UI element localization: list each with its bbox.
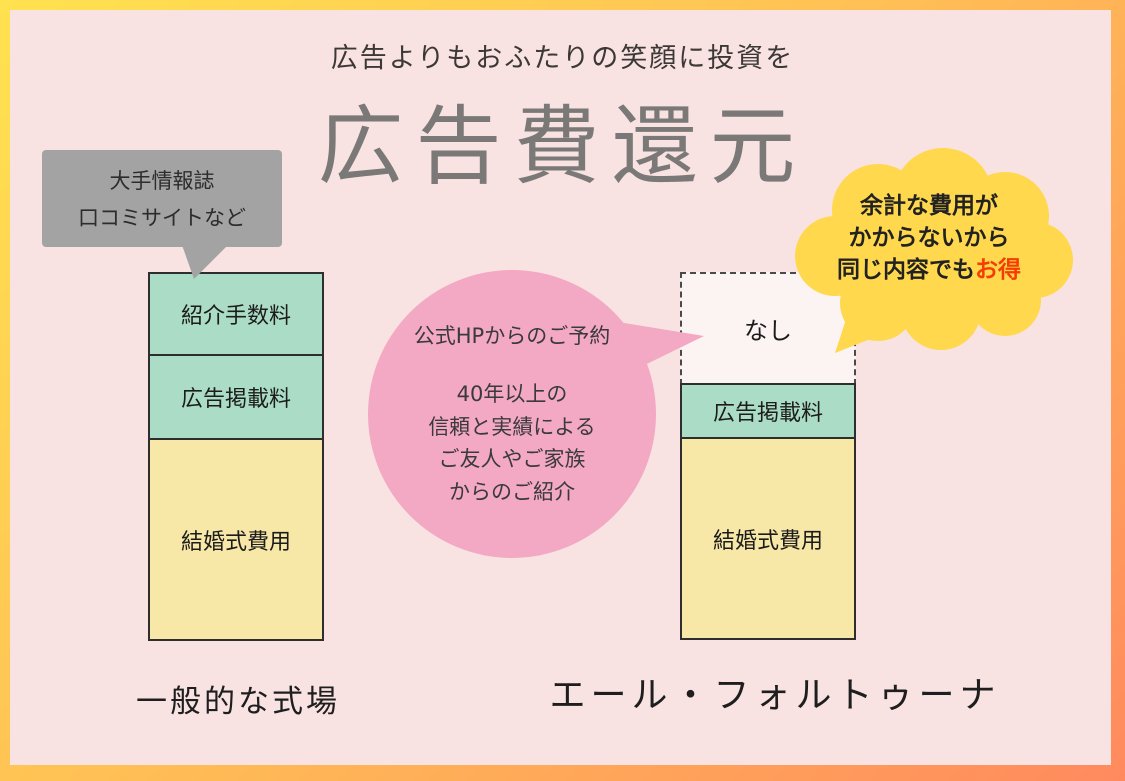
stacked-bar-generic-venue: 紹介手数料 広告掲載料 結婚式費用 — [148, 272, 324, 641]
segment-wedding-cost: 結婚式費用 — [148, 438, 324, 641]
caption-aile-fortuna: エール・フォルトゥーナ — [549, 675, 1001, 716]
pink-bubble-line2: 40年以上の — [456, 382, 568, 407]
cloud-shape — [795, 148, 1073, 353]
cloud-line3-prefix: 同じ内容でも — [837, 257, 975, 284]
pink-bubble-line3: 信頼と実績による — [428, 414, 596, 439]
gray-callout-line1: 大手情報誌 — [109, 169, 215, 193]
page-title: 広告費還元 — [317, 97, 808, 197]
subtitle: 広告よりもおふたりの笑顔に投資を — [330, 43, 795, 74]
gray-callout-tail — [182, 245, 228, 279]
cloud-text: 余計な費用が かからないから 同じ内容でもお得 — [783, 190, 1075, 287]
segment-ad-fee: 広告掲載料 — [680, 383, 856, 439]
pink-bubble-line5: からのご紹介 — [449, 479, 575, 504]
yellow-cloud-bubble: 余計な費用が かからないから 同じ内容でもお得 — [783, 148, 1075, 360]
segment-wedding-cost: 結婚式費用 — [680, 437, 856, 640]
pink-speech-bubble: 公式HPからのご予約 40年以上の 信頼と実績による ご友人やご家族 からのご紹… — [368, 270, 656, 558]
pink-bubble-line4: ご友人やご家族 — [438, 447, 586, 472]
segment-label: 広告掲載料 — [180, 387, 291, 412]
segment-label: なし — [744, 317, 792, 345]
segment-label: 広告掲載料 — [712, 401, 823, 426]
pink-bubble-line1: 公式HPからのご予約 — [413, 323, 611, 348]
segment-label: 紹介手数料 — [180, 304, 291, 329]
caption-generic-venue: 一般的な式場 — [136, 684, 340, 720]
segment-referral-fee: 紹介手数料 — [148, 272, 324, 356]
segment-label: 結婚式費用 — [180, 529, 291, 555]
segment-ad-fee: 広告掲載料 — [148, 354, 324, 440]
cloud-line3-highlight: お得 — [975, 257, 1021, 284]
segment-label: 結婚式費用 — [712, 528, 823, 554]
gray-callout: 大手情報誌 口コミサイトなど — [42, 150, 282, 279]
cloud-line3: 同じ内容でもお得 — [783, 254, 1075, 286]
gray-callout-line2: 口コミサイトなど — [78, 206, 246, 230]
cloud-line2: かからないから — [848, 225, 1010, 252]
cloud-line1: 余計な費用が — [860, 193, 998, 219]
